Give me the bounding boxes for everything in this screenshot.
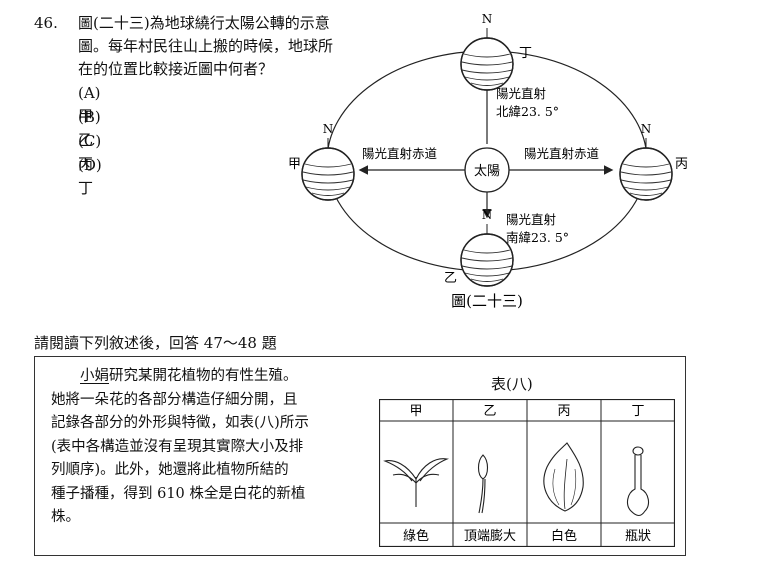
option-b[interactable]: (B)乙	[78, 108, 101, 149]
table-cell-description: 頂端膨大	[464, 529, 516, 544]
earth-label-yi: 乙	[444, 271, 457, 286]
sun-label: 太陽	[474, 164, 500, 179]
petal-icon	[543, 442, 584, 512]
option-a[interactable]: (A)甲	[78, 84, 101, 125]
stem-line: 在的位置比較接近圖中何者？	[78, 60, 274, 78]
north-tropic-line1: 陽光直射	[496, 86, 546, 101]
question-stem: 圖(二十三)為地球繞行太陽公轉的示意 圖。每年村民往山上搬的時候，地球所 在的位…	[78, 12, 418, 81]
stamen-icon	[477, 454, 489, 514]
table-header: 甲	[409, 404, 422, 419]
figure-caption: 圖(二十三)	[451, 292, 523, 310]
north-label: N	[482, 12, 493, 26]
passage-text: 小娟研究某開花植物的有性生殖。 她將一朵花的各部分構造仔細分開，且 記錄各部分的…	[51, 365, 369, 530]
earth-top: N	[460, 12, 514, 91]
passage-line: 記錄各部分的外形與特徵，如表(八)所示	[51, 415, 309, 431]
table-cell-description: 瓶狀	[625, 529, 651, 544]
earth-right: N	[619, 122, 673, 201]
south-tropic-line2: 南緯23. 5°	[506, 230, 569, 245]
north-tropic-line2: 北緯23. 5°	[496, 104, 559, 119]
sepal-like-icon	[383, 458, 450, 507]
north-label: N	[641, 122, 652, 136]
passage-line: 株。	[51, 509, 80, 525]
earth-label-jia: 甲	[288, 157, 301, 172]
north-label: N	[323, 122, 334, 136]
passage-line: 研究某開花植物的有性生殖。	[109, 368, 298, 384]
option-c[interactable]: (C)丙	[78, 132, 102, 173]
passage-line: 她將一朵花的各部分構造仔細分開，且	[51, 391, 298, 408]
passage-line: 列順序)。此外，她還將此植物所結的	[51, 462, 289, 478]
north-label: N	[482, 208, 493, 222]
pistil-icon	[626, 446, 650, 517]
earth-left: N	[301, 122, 355, 201]
person-name: 小娟	[80, 368, 109, 384]
orbit-diagram: 太陽 陽光直射赤道 陽光直射赤道 陽光直射 北緯23. 5° 陽光直射 南緯23…	[288, 12, 688, 310]
sun-icon	[464, 147, 510, 193]
option-d[interactable]: (D)丁	[78, 156, 102, 197]
passage-box: 小娟研究某開花植物的有性生殖。 她將一朵花的各部分構造仔細分開，且 記錄各部分的…	[34, 356, 686, 556]
earth-label-bing: 丙	[675, 157, 688, 172]
stem-line: 圖(二十三)為地球繞行太陽公轉的示意	[78, 14, 330, 32]
table-cell-description: 白色	[551, 528, 577, 544]
table-header: 乙	[483, 404, 496, 419]
table-header: 丁	[631, 404, 644, 419]
equator-label-right: 陽光直射赤道	[524, 146, 600, 161]
flower-parts-table: 甲 乙 丙 丁 綠色 頂端膨大	[379, 399, 675, 547]
passage-line: 種子播種，得到 610 株全是白花的新植	[51, 485, 306, 502]
table-cell-description: 綠色	[403, 528, 429, 544]
table-header: 丙	[557, 404, 570, 419]
stem-line: 圖。每年村民往山上搬的時候，地球所	[78, 37, 334, 55]
earth-bottom: N	[460, 208, 514, 287]
question-number: 46.	[34, 14, 58, 32]
passage-line: (表中各構造並沒有呈現其實際大小及排	[51, 438, 304, 455]
south-tropic-line1: 陽光直射	[506, 212, 556, 227]
passage-intro: 請閱讀下列敘述後，回答 47～48 題	[34, 334, 277, 352]
table-title: 表(八)	[491, 375, 533, 393]
equator-label-left: 陽光直射赤道	[362, 146, 438, 161]
earth-label-ding: 丁	[519, 46, 532, 61]
